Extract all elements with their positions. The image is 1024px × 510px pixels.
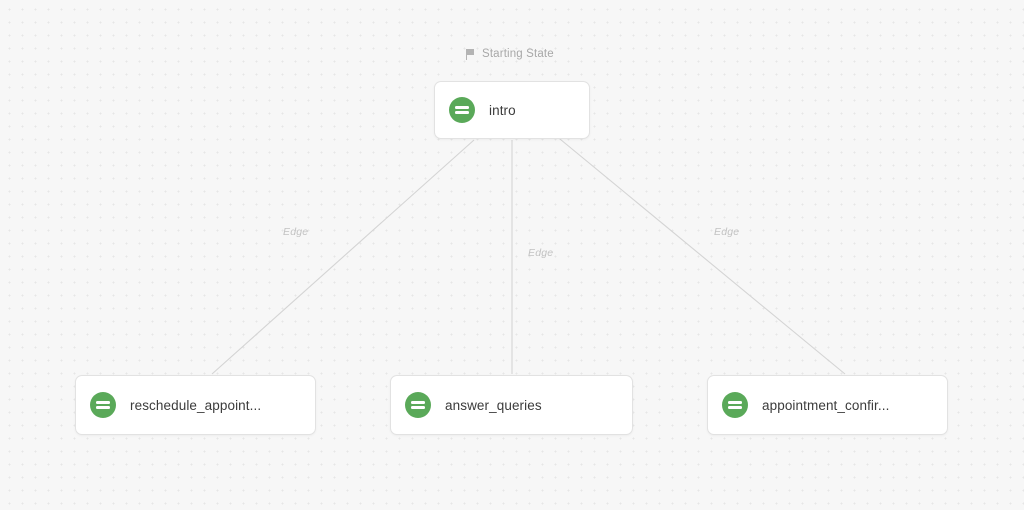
edge-label-answer[interactable]: Edge xyxy=(528,247,554,259)
edge-label-reschedule[interactable]: Edge xyxy=(283,226,309,238)
node-label: reschedule_appoint... xyxy=(130,397,262,413)
edge-intro-appointment[interactable] xyxy=(548,129,846,375)
node-reschedule-appointment[interactable]: reschedule_appoint... xyxy=(75,375,316,435)
node-label: intro xyxy=(489,102,516,118)
node-answer-queries[interactable]: answer_queries xyxy=(390,375,633,435)
edge-intro-reschedule[interactable] xyxy=(211,139,475,375)
node-label: answer_queries xyxy=(445,397,542,413)
state-node-icon xyxy=(405,392,431,418)
state-node-icon xyxy=(449,97,475,123)
starting-state-caption: Starting State xyxy=(466,48,554,60)
state-node-icon xyxy=(722,392,748,418)
starting-state-label: Starting State xyxy=(482,48,554,60)
flag-icon xyxy=(466,48,476,60)
node-label: appointment_confir... xyxy=(762,397,890,413)
edge-label-appointment[interactable]: Edge xyxy=(714,226,740,238)
node-intro[interactable]: intro xyxy=(434,81,590,139)
node-appointment-confirmation[interactable]: appointment_confir... xyxy=(707,375,948,435)
state-node-icon xyxy=(90,392,116,418)
